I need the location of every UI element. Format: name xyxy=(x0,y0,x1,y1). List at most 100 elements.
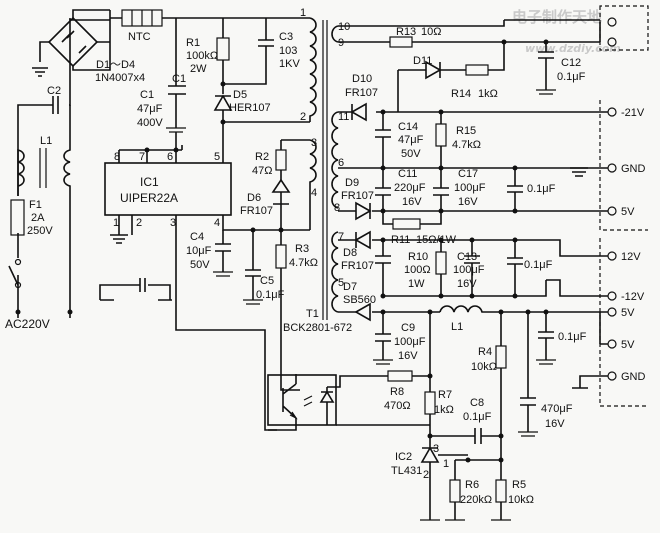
svg-text:47μF: 47μF xyxy=(398,134,424,146)
c5-label: C5 xyxy=(260,275,274,287)
output-gnd-1: GND xyxy=(621,163,646,175)
svg-text:3: 3 xyxy=(170,217,176,229)
ntc-label: NTC xyxy=(128,31,151,43)
d9-label: D9 xyxy=(345,177,359,189)
svg-text:16V: 16V xyxy=(398,350,418,362)
transformer: 3 4 1 2 10 9 11 6 8 7 5 T1 BCK2801-672 xyxy=(281,7,352,334)
d7-label: D7 xyxy=(343,281,357,293)
svg-text:1: 1 xyxy=(300,7,306,19)
bridge-label: D1～D4 xyxy=(96,59,135,71)
svg-text:10: 10 xyxy=(338,21,350,33)
svg-text:2: 2 xyxy=(300,111,306,123)
watermark-text: 电子制作天地 xyxy=(512,8,602,26)
svg-text:220kΩ: 220kΩ xyxy=(460,494,492,506)
svg-text:TL431: TL431 xyxy=(391,465,422,477)
output-neg21v: -21V xyxy=(621,107,645,119)
primary-side: C1 C1 47μF 400V R1 100kΩ 2W C3 103 1KV D… xyxy=(104,18,318,431)
svg-text:0.1μF: 0.1μF xyxy=(558,331,587,343)
t1-part: BCK2801-672 xyxy=(283,322,352,334)
svg-text:100Ω: 100Ω xyxy=(404,264,431,276)
svg-text:4.7kΩ: 4.7kΩ xyxy=(452,139,481,151)
c11-label: C11 xyxy=(398,168,417,180)
svg-text:470Ω: 470Ω xyxy=(384,400,411,412)
c14-label: C14 xyxy=(398,121,418,133)
t1-label: T1 xyxy=(306,308,319,320)
svg-text:50V: 50V xyxy=(401,148,421,160)
r1-label: R1 xyxy=(186,37,200,49)
r14-label: R14 xyxy=(451,88,471,100)
mains-input: C2 F1 2A 250V L1 AC220V D1～D4 1N4007x4 N… xyxy=(5,9,310,331)
svg-text:16V: 16V xyxy=(458,196,478,208)
svg-text:1: 1 xyxy=(113,217,119,229)
c12-label: C12 xyxy=(561,57,581,69)
svg-text:6: 6 xyxy=(338,157,344,169)
d10-label: D10 xyxy=(352,73,372,85)
svg-text:1N4007x4: 1N4007x4 xyxy=(95,72,145,84)
svg-text:0.1μF: 0.1μF xyxy=(527,183,556,195)
svg-text:0.1μF: 0.1μF xyxy=(557,71,586,83)
svg-text:100μF: 100μF xyxy=(394,336,426,348)
svg-text:100μF: 100μF xyxy=(454,182,486,194)
svg-text:1KV: 1KV xyxy=(279,58,300,70)
svg-text:0.1μF: 0.1μF xyxy=(256,289,285,301)
svg-text:1kΩ: 1kΩ xyxy=(434,404,454,416)
d8-label: D8 xyxy=(343,247,357,259)
svg-text:10Ω: 10Ω xyxy=(421,26,441,38)
svg-text:47Ω: 47Ω xyxy=(252,165,272,177)
svg-text:4: 4 xyxy=(214,217,220,229)
svg-text:2A: 2A xyxy=(31,212,45,224)
c4-label: C4 xyxy=(190,231,204,243)
svg-text:6: 6 xyxy=(167,151,173,163)
svg-text:47μF: 47μF xyxy=(137,103,163,115)
r4-label: R4 xyxy=(478,346,492,358)
svg-text:FR107: FR107 xyxy=(341,260,374,272)
svg-text:8: 8 xyxy=(334,202,340,214)
secondary-side: R13 10Ω R14 1kΩ D11 C12 0.1μF D10 FR107 … xyxy=(267,19,601,521)
ic1-label: IC1 xyxy=(140,175,159,189)
svg-text:0.1μF: 0.1μF xyxy=(524,259,553,271)
c13-label: C13 xyxy=(457,251,477,263)
svg-text:16V: 16V xyxy=(545,418,565,430)
watermark-url: www.dzdiy.com xyxy=(525,42,621,55)
r6-label: R6 xyxy=(465,479,479,491)
svg-text:1kΩ: 1kΩ xyxy=(478,88,498,100)
svg-text:7: 7 xyxy=(139,151,145,163)
svg-text:250V: 250V xyxy=(27,225,53,237)
fuse-label: F1 xyxy=(29,199,42,211)
ac-input-label: AC220V xyxy=(5,317,50,331)
svg-text:400V: 400V xyxy=(137,117,163,129)
svg-text:9: 9 xyxy=(338,37,344,49)
c2-label: C2 xyxy=(47,85,61,97)
output-neg12v: -12V xyxy=(621,291,645,303)
svg-text:0.1μF: 0.1μF xyxy=(463,411,492,423)
svg-text:16V: 16V xyxy=(402,196,422,208)
svg-text:SB560: SB560 xyxy=(343,294,376,306)
svg-text:103: 103 xyxy=(279,45,297,57)
svg-text:2: 2 xyxy=(136,217,142,229)
svg-text:1: 1 xyxy=(443,458,449,470)
d5-label: D5 xyxy=(233,89,247,101)
r10-label: R10 xyxy=(408,251,428,263)
svg-text:2W: 2W xyxy=(190,63,207,75)
svg-text:2: 2 xyxy=(423,469,429,481)
svg-text:1W: 1W xyxy=(408,278,425,290)
svg-text:8: 8 xyxy=(114,151,120,163)
svg-text:7: 7 xyxy=(338,231,344,243)
svg-text:220μF: 220μF xyxy=(394,182,426,194)
c17-label: C17 xyxy=(458,168,478,180)
r8-label: R8 xyxy=(390,386,404,398)
svg-text:5: 5 xyxy=(338,277,344,289)
c9-label: C9 xyxy=(401,322,415,334)
svg-text:10kΩ: 10kΩ xyxy=(508,494,534,506)
svg-text:100μF: 100μF xyxy=(453,264,485,276)
d11-label: D11 xyxy=(413,55,432,67)
svg-text:3: 3 xyxy=(433,443,439,455)
r15-label: R15 xyxy=(456,125,476,137)
svg-text:HER107: HER107 xyxy=(229,102,271,114)
svg-text:C1: C1 xyxy=(172,73,186,85)
svg-text:11: 11 xyxy=(338,111,349,123)
svg-text:3: 3 xyxy=(311,137,317,149)
svg-text:FR107: FR107 xyxy=(240,205,273,217)
l1-out-label: L1 xyxy=(451,321,463,333)
